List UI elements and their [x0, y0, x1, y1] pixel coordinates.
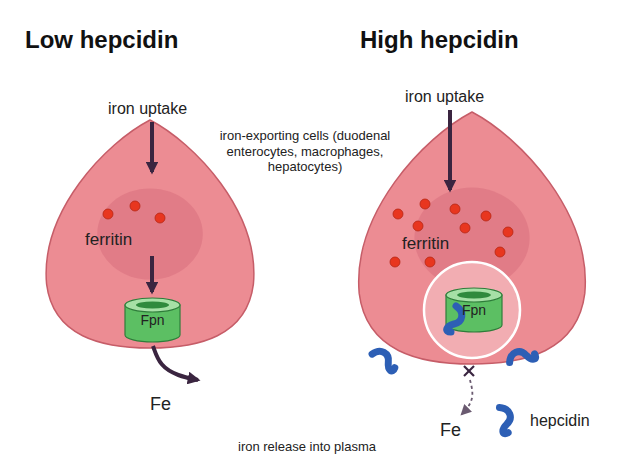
- ferritin-dot: [130, 201, 140, 211]
- hepcidin-molecule: [369, 349, 399, 372]
- label-holder: iron release into plasma: [238, 437, 376, 455]
- peptide-label: hepcidin: [530, 412, 590, 430]
- text-holder: ferritin: [85, 230, 132, 250]
- label-holder: iron-exporting cells (duodenal enterocyt…: [205, 128, 405, 175]
- blocked-release-arrow: [462, 380, 472, 414]
- ferritin-dot: [450, 204, 460, 214]
- label-holder: Low hepcidin: [25, 26, 178, 54]
- ferritin-dot: [413, 221, 423, 231]
- uptake-arrow: [150, 122, 154, 172]
- cell-body: ferritinFpn: [352, 112, 592, 364]
- channel-label: Fpn: [462, 302, 486, 318]
- uptake-arrow: [448, 110, 452, 190]
- cell-membrane: [359, 112, 586, 364]
- protein-label: ferritin: [402, 234, 449, 254]
- label-holder: iron uptake: [108, 100, 187, 118]
- label-holder: High hepcidin: [360, 26, 519, 54]
- hepcidin-molecule: [507, 344, 537, 370]
- export-arrow: [150, 256, 154, 292]
- ferroportin-channel: Fpn: [446, 288, 502, 332]
- protein-label: ferritin: [85, 230, 132, 250]
- text-holder: Fpn: [140, 311, 164, 329]
- hepcidin-molecule: [447, 306, 462, 332]
- endosome: [424, 262, 520, 358]
- block-mark: [464, 366, 474, 376]
- ion-label: Fe: [150, 394, 171, 415]
- label-holder: Fe: [150, 394, 171, 415]
- channel-pore: [136, 302, 169, 309]
- ferritin-dot: [425, 257, 435, 267]
- process-label: iron release into plasma: [238, 439, 376, 454]
- ferritin-dot: [495, 247, 505, 257]
- cylinder-top: [125, 298, 180, 312]
- channel-label: Fpn: [140, 312, 164, 328]
- ferritin-dot: [390, 257, 400, 267]
- ferritin-dot: [481, 211, 491, 221]
- panel-title: Low hepcidin: [25, 26, 178, 54]
- text-holder: Fpn: [462, 301, 486, 319]
- panel-title: High hepcidin: [360, 26, 519, 54]
- ferritin-dot: [460, 223, 470, 233]
- process-label: iron uptake: [108, 100, 187, 118]
- label-holder: iron uptake: [405, 88, 484, 106]
- text-holder: ferritin: [402, 234, 449, 254]
- ferritin-dot: [420, 199, 430, 209]
- release-arrow: [153, 346, 198, 380]
- ferroportin-channel: Fpn: [125, 298, 180, 342]
- ferritin-dot: [103, 209, 113, 219]
- ferritin-dot: [155, 213, 165, 223]
- ferritin-dot: [393, 209, 403, 219]
- ion-label: Fe: [440, 420, 461, 441]
- cylinder-top: [446, 288, 502, 302]
- ferritin-dot: [503, 227, 513, 237]
- hepcidin-molecule: [491, 405, 517, 435]
- cell-membrane: [46, 120, 254, 348]
- label-holder: hepcidin: [530, 412, 590, 430]
- process-label: iron uptake: [405, 88, 484, 106]
- cell-note: iron-exporting cells (duodenal enterocyt…: [205, 128, 405, 175]
- label-holder: Fe: [440, 420, 461, 441]
- channel-pore: [457, 292, 491, 299]
